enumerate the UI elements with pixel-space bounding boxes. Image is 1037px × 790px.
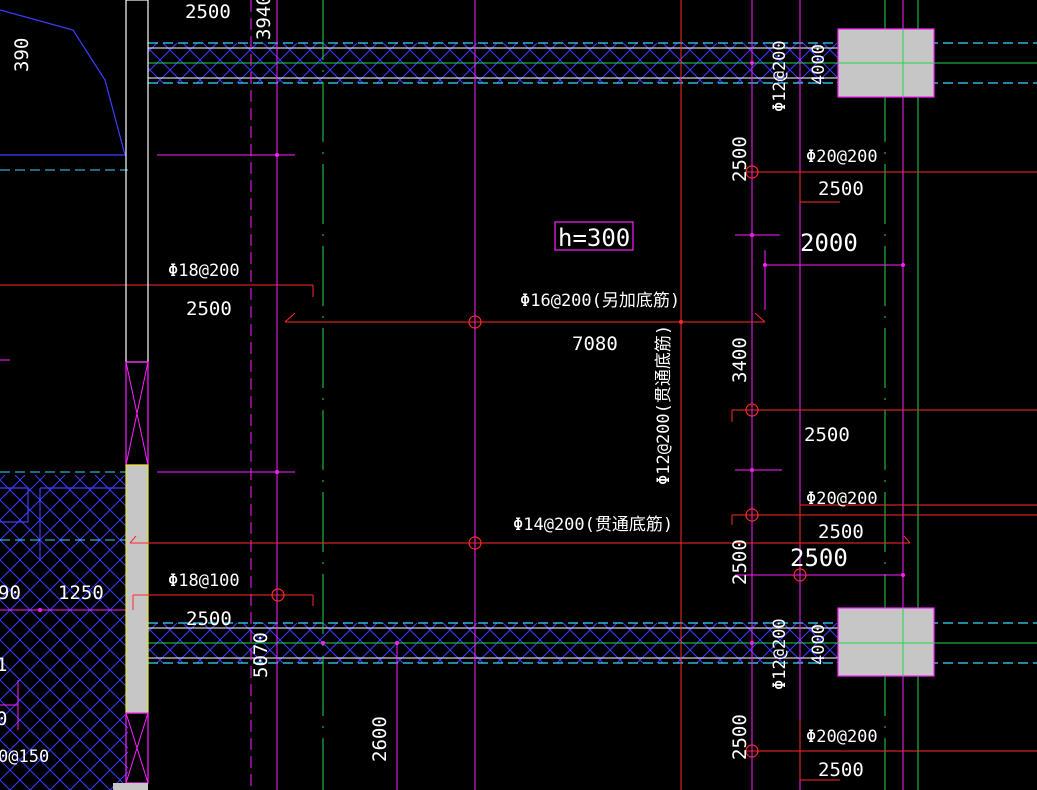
- annotation-texts: 2500 3940 390 Φ18@200 2500 h=300 Φ16@200…: [0, 0, 878, 781]
- label-left-90: 90: [0, 582, 21, 604]
- label-top-left-2500: 2500: [185, 1, 231, 23]
- label-top-3940: 3940: [253, 0, 275, 40]
- label-right-3400: 3400: [729, 337, 751, 383]
- label-h300: h=300: [558, 224, 630, 252]
- label-right-2500-vertical-3: 2500: [729, 714, 751, 760]
- rebar-lines: [129, 61, 1037, 781]
- label-right-2500-3: 2500: [818, 521, 864, 543]
- label-right-phi20-3: Φ20@200: [806, 727, 878, 747]
- label-left-0-150: 0@150: [0, 747, 49, 767]
- pile-cap-top: [837, 28, 935, 98]
- label-left-1: 1: [0, 654, 7, 676]
- label-right-2500-vertical-2: 2500: [729, 539, 751, 585]
- label-left-0: 0: [0, 708, 7, 730]
- pile-cap-bottom: [837, 607, 935, 677]
- label-right-2500-vertical-1: 2500: [729, 136, 751, 182]
- label-right-phi12-bottom: Φ12@200: [770, 618, 790, 690]
- wall-column: [113, 0, 149, 790]
- slab-thickness-box: [554, 221, 634, 251]
- label-right-4000-bottom: 4000: [809, 624, 829, 665]
- label-right-2500-large: 2500: [790, 544, 848, 572]
- label-right-4000-top: 4000: [809, 44, 829, 85]
- left-hatch-area: [0, 9, 314, 790]
- label-phi14-200: Φ14@200(贯通底筋): [513, 515, 673, 535]
- label-dim-2600: 2600: [369, 716, 391, 762]
- label-right-2500-2: 2500: [804, 424, 850, 446]
- label-right-phi20-1: Φ20@200: [806, 147, 878, 167]
- label-left-2500-b: 2500: [186, 608, 232, 630]
- label-left-1250: 1250: [58, 582, 104, 604]
- label-phi18-200: Φ18@200: [168, 261, 240, 281]
- label-phi16-200: Φ16@200(另加底筋): [520, 291, 680, 311]
- label-right-2500-1: 2500: [818, 178, 864, 200]
- grid-lines: [250, 0, 919, 790]
- label-right-phi20-2: Φ20@200: [806, 489, 878, 509]
- label-phi18-100: Φ18@100: [168, 571, 240, 591]
- label-span-7080: 7080: [572, 333, 618, 355]
- label-right-phi12-top: Φ12@200: [770, 40, 790, 112]
- label-dim-5070: 5070: [250, 632, 272, 678]
- label-right-2000: 2000: [800, 229, 858, 257]
- label-right-2500-4: 2500: [818, 759, 864, 781]
- label-phi12-200-vertical: Φ12@200(贯通底筋): [654, 325, 674, 485]
- label-left-2500-a: 2500: [186, 298, 232, 320]
- label-left-390: 390: [11, 38, 33, 72]
